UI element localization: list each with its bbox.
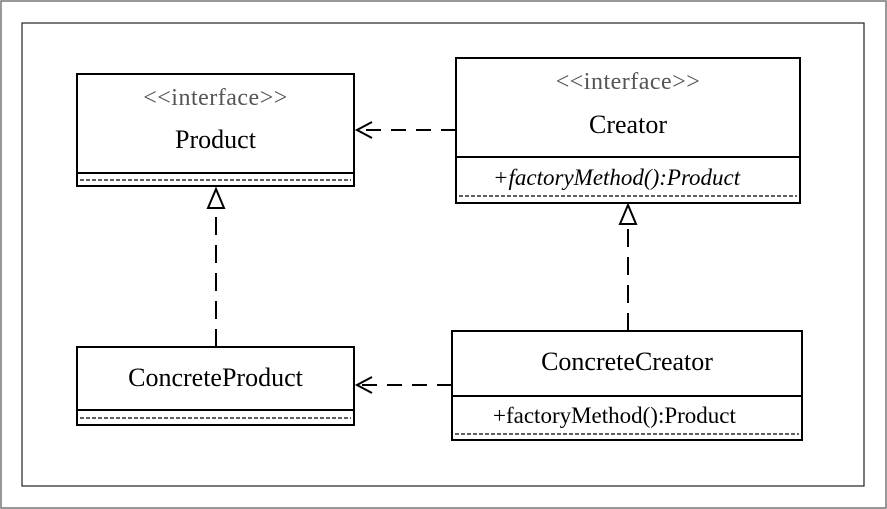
- creator-stereotype: <<interface>>: [555, 69, 701, 95]
- dependency-creator-to-product: [354, 121, 456, 139]
- class-concrete-product[interactable]: [76, 346, 355, 426]
- realization-concretecreator-to-creator: [618, 202, 638, 331]
- concretecreator-name: ConcreteCreator: [541, 347, 713, 376]
- class-product[interactable]: [76, 73, 355, 187]
- realization-concreteproduct-to-product: [206, 186, 226, 347]
- concreteproduct-name: ConcreteProduct: [128, 363, 303, 392]
- dependency-concretecreator-to-concreteproduct: [354, 376, 452, 394]
- concretecreator-method: +factoryMethod():Product: [493, 403, 736, 428]
- product-stereotype: <<interface>>: [143, 85, 288, 111]
- class-creator[interactable]: [455, 57, 801, 204]
- creator-name: Creator: [589, 110, 667, 139]
- inner-frame: [21, 22, 865, 487]
- creator-method: +factoryMethod():Product: [493, 165, 741, 190]
- product-name: Product: [175, 125, 256, 154]
